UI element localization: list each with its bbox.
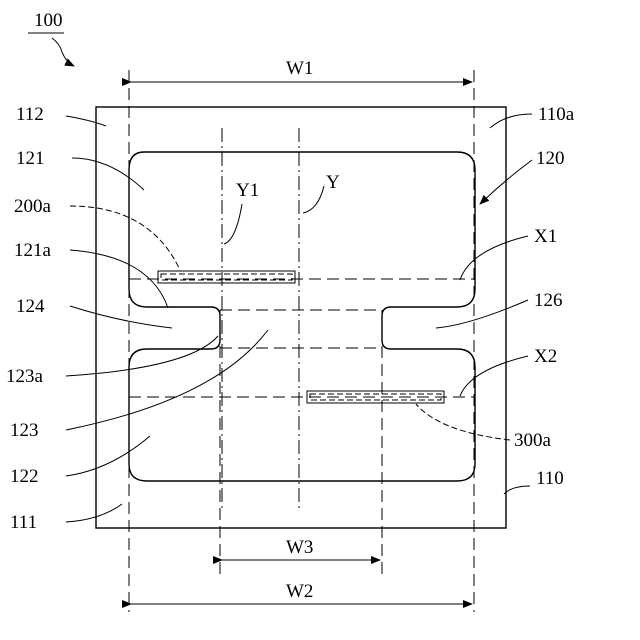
leader-126 xyxy=(436,300,528,328)
leader-300a xyxy=(416,404,510,440)
label-123a: 123a xyxy=(6,366,44,387)
ref-100: 100 xyxy=(34,10,63,31)
leader-124 xyxy=(70,306,172,328)
label-112: 112 xyxy=(16,104,44,125)
leader-110 xyxy=(504,486,530,494)
label-121a: 121a xyxy=(14,240,52,261)
leader-200a xyxy=(70,206,180,270)
leader-111 xyxy=(66,504,122,522)
label-x1: X1 xyxy=(534,226,557,247)
leader-y xyxy=(303,186,324,213)
label-120: 120 xyxy=(536,148,565,169)
label-y1: Y1 xyxy=(236,180,259,201)
pad-outline xyxy=(129,152,475,481)
label-121: 121 xyxy=(16,148,45,169)
label-200a: 200a xyxy=(14,196,52,217)
leader-123a xyxy=(66,336,218,376)
dim-w1: W1 xyxy=(286,58,313,79)
label-126: 126 xyxy=(534,290,563,311)
leader-x1 xyxy=(460,236,528,280)
label-y: Y xyxy=(326,172,340,193)
leader-x2 xyxy=(460,356,528,396)
leader-110a xyxy=(490,114,532,128)
label-300a: 300a xyxy=(514,430,552,451)
dim-w3: W3 xyxy=(286,537,313,558)
leader-122 xyxy=(66,436,150,476)
leader-y1 xyxy=(224,204,242,244)
label-111: 111 xyxy=(10,512,37,533)
label-110: 110 xyxy=(536,468,564,489)
leader-112 xyxy=(66,116,106,126)
ref-100-leader xyxy=(52,38,74,66)
component-200a xyxy=(158,271,295,283)
leader-121 xyxy=(72,158,144,190)
label-123: 123 xyxy=(10,420,39,441)
label-x2: X2 xyxy=(534,346,557,367)
dim-w2: W2 xyxy=(286,581,313,602)
label-124: 124 xyxy=(16,296,45,317)
label-122: 122 xyxy=(10,466,39,487)
label-110a: 110a xyxy=(538,104,575,125)
substrate-outline xyxy=(96,107,506,528)
